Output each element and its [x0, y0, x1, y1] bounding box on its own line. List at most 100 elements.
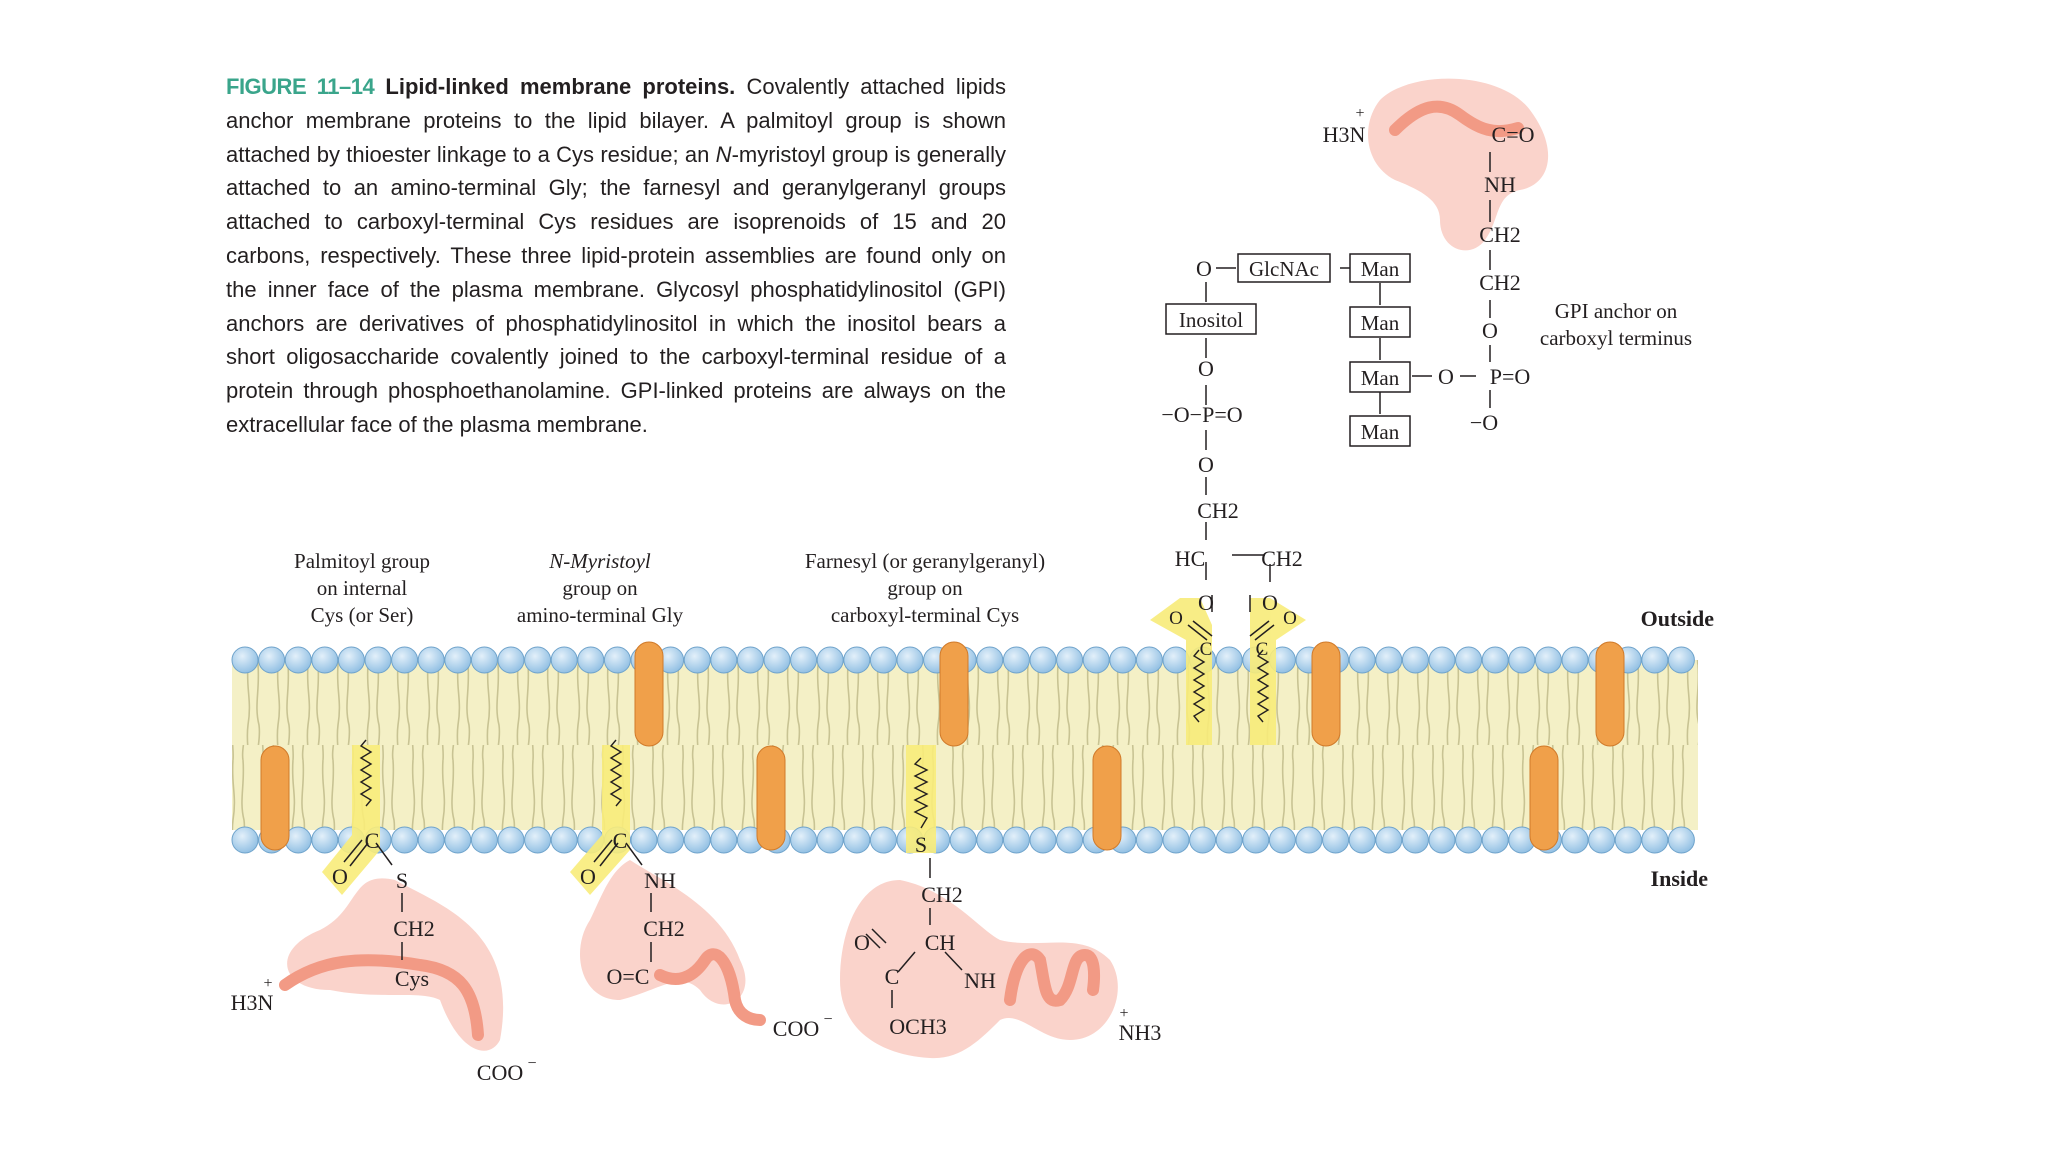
lipid-head-group: [763, 646, 791, 674]
lipid-head-group: [710, 646, 738, 674]
lipid-head-group: [1667, 826, 1695, 854]
man-box-4: [1349, 415, 1411, 447]
myristoyl-label-line2: group on: [562, 576, 638, 600]
carbonyl-o-label-2: O: [1283, 608, 1297, 629]
ester-o-label: O: [1198, 590, 1214, 615]
lipid-head-group: [816, 646, 844, 674]
lipid-head-group: [444, 826, 472, 854]
farnesyl-label-line3: carboxyl-terminal Cys: [831, 603, 1019, 627]
lipid-head-group: [1242, 826, 1270, 854]
integral-protein: [1092, 745, 1122, 851]
palmitoyl-carboxyl-terminus: COO: [477, 1060, 523, 1085]
charge-minus: −: [823, 1011, 832, 1028]
lipid-head-group: [1401, 826, 1429, 854]
palmitoyl-cys-label: Cys: [395, 966, 429, 991]
farnesyl-sulfur-label: S: [915, 832, 927, 857]
lipid-head-group: [1455, 646, 1483, 674]
inositol-box: [1165, 303, 1257, 335]
palmitoyl-carbon-label: C: [365, 828, 380, 853]
man-label-4: Man: [1361, 420, 1400, 444]
lipid-head-group: [524, 826, 552, 854]
lipid-head-group: [1295, 826, 1323, 854]
lipid-head-group: [1508, 646, 1536, 674]
lipid-head-group: [1135, 646, 1163, 674]
glcnac-o-label: O: [1196, 256, 1212, 281]
bond: [1254, 624, 1275, 641]
lipid-head-group: [1162, 646, 1190, 674]
myristoyl-peptide-chain: [654, 948, 766, 1026]
lipid-head-group: [1428, 826, 1456, 854]
lipid-head-group: [1029, 646, 1057, 674]
charge-plus: +: [1355, 105, 1364, 122]
lipid-head-group: [869, 646, 897, 674]
farnesyl-protein-blob: [840, 880, 1118, 1059]
lipid-head-group: [843, 646, 871, 674]
bond: [375, 842, 393, 866]
lipid-head-group: [550, 826, 578, 854]
outside-label: Outside: [1641, 606, 1715, 631]
lipid-head-group: [1481, 646, 1509, 674]
lipid-head-group: [1215, 826, 1243, 854]
myristoyl-label-line3: amino-terminal Gly: [517, 603, 684, 627]
lipid-zigzag-chains: [359, 649, 1270, 829]
caption-text-1: Covalently attached lipids anchor membra…: [226, 74, 1006, 167]
lipid-head-group: [497, 826, 525, 854]
palmitoyl-sulfur-label: S: [396, 868, 408, 893]
farnesyl-label-line1: Farnesyl (or geranylgeranyl): [805, 549, 1045, 573]
lipid-head-group: [470, 826, 498, 854]
gpi-label-line1: GPI anchor on: [1555, 299, 1678, 323]
lipid-head-group: [1534, 646, 1562, 674]
myristoyl-carbonyl-o: O: [580, 864, 596, 889]
palmitoyl-anchor-highlight: [322, 745, 380, 895]
bond: [625, 842, 643, 866]
charge-plus: +: [1119, 1005, 1128, 1022]
farnesyl-isoprenoid-chain: [913, 757, 929, 829]
lipid-head-group: [710, 826, 738, 854]
ester-o-label-2: O: [1262, 590, 1278, 615]
phosphate-anion-label: −O: [1470, 410, 1498, 435]
lipid-head-group: [470, 646, 498, 674]
lipid-head-group: [577, 646, 605, 674]
lipid-head-group: [1029, 826, 1057, 854]
bond: [944, 951, 963, 971]
lipid-head-group: [1348, 826, 1376, 854]
farnesyl-methyl-ester: OCH3: [889, 1014, 946, 1039]
bond: [349, 842, 369, 867]
lipid-head-group: [896, 646, 924, 674]
phosphate-label: P=O: [1490, 364, 1531, 389]
caption-text-2: -myristoyl group is generally attached t…: [226, 141, 1007, 437]
palmitoyl-peptide-chain: [279, 954, 484, 1041]
carbonyl-o-label: O: [1169, 608, 1183, 629]
lipid-head-group: [1641, 826, 1669, 854]
bond: [343, 839, 363, 863]
lipid-head-group: [391, 646, 419, 674]
gpi-peptide-chain: [1389, 100, 1524, 138]
farnesyl-anchor-highlight: [906, 745, 936, 853]
bond: [1187, 624, 1208, 641]
man-box-3: [1349, 361, 1411, 393]
lipid-head-group: [1109, 646, 1137, 674]
farnesyl-carbonyl-o: O: [854, 930, 870, 955]
ch2-label: CH2: [1479, 222, 1521, 247]
lipid-head-group: [1375, 826, 1403, 854]
lipid-head-group: [1561, 646, 1589, 674]
lower-leaflet-tails: [232, 745, 1698, 830]
charge-minus: −: [527, 1055, 536, 1072]
pathway-labels: Palmitoyl group on internal Cys (or Ser)…: [294, 299, 1692, 627]
glycerol-o-label: O: [1198, 452, 1214, 477]
membrane-proteins: [260, 641, 1625, 851]
lipid-head-group: [1189, 826, 1217, 854]
integral-protein: [939, 641, 969, 747]
man-label-3: Man: [1361, 366, 1400, 390]
bond: [593, 839, 613, 863]
upper-lipid-heads: [231, 646, 1695, 674]
lipid-head-group: [258, 646, 286, 674]
lipid-head-group: [1162, 826, 1190, 854]
integral-protein: [634, 641, 664, 747]
lipid-head-group: [1588, 826, 1616, 854]
figure-title: Lipid-linked membrane proteins.: [385, 74, 736, 99]
lipid-head-group: [843, 826, 871, 854]
lipid-head-group: [1561, 826, 1589, 854]
lipid-head-group: [976, 826, 1004, 854]
